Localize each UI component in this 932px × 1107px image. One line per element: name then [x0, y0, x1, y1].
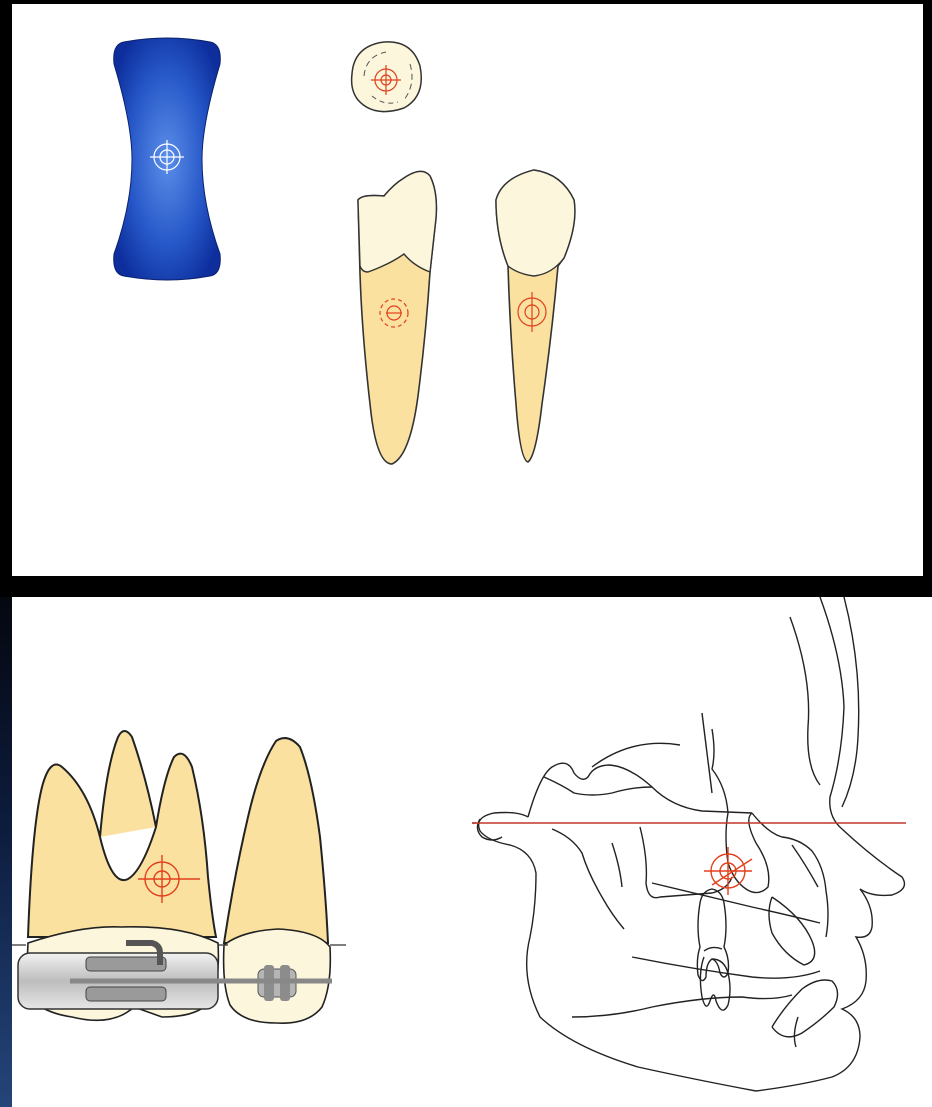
left-edge-gradient-strip: [0, 597, 12, 1107]
top-panel-drawing: [12, 4, 923, 576]
incisor-tooth: [358, 171, 436, 464]
bracket-shape: [114, 38, 221, 280]
buccal-tube: [86, 957, 166, 971]
bottom-panel-drawing: [12, 597, 932, 1107]
molar-with-band: [18, 731, 218, 1020]
canine-tooth: [496, 170, 575, 462]
cephalometric-tracing: [477, 597, 904, 1091]
occlusal-view-tooth: [352, 42, 422, 112]
top-panel: [12, 4, 923, 576]
bottom-panel: [12, 597, 932, 1107]
